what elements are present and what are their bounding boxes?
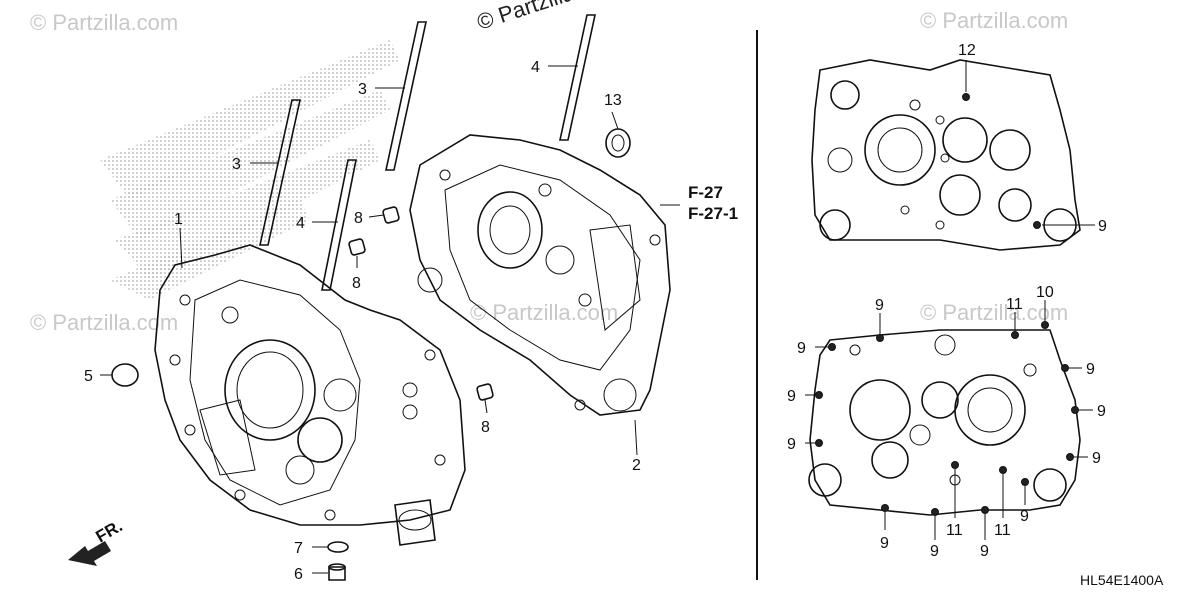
callout-9: 9 [787, 388, 796, 405]
callout-8: 8 [352, 275, 361, 292]
callout-9: 9 [875, 297, 884, 314]
callout-9: 9 [1098, 218, 1107, 235]
callout-6: 6 [294, 566, 303, 583]
crankcase-face-top [811, 59, 1081, 251]
callout-9: 9 [797, 340, 806, 357]
watermark-top: © Partzilla.com [474, 0, 623, 35]
watermark-text: © Partzilla.com [30, 10, 178, 35]
front-label: FR. [93, 516, 126, 546]
watermark-text: © Partzilla.com [30, 310, 178, 335]
callout-9: 9 [930, 543, 939, 560]
callout-9: 9 [1097, 403, 1106, 420]
callout-11: 11 [1006, 296, 1023, 313]
callout-11: 11 [946, 522, 963, 539]
callout-3: 3 [232, 156, 241, 173]
small-parts [111, 128, 631, 581]
callout-11: 11 [994, 522, 1011, 539]
callout-3: 3 [358, 81, 367, 98]
callout-9: 9 [880, 535, 889, 552]
callout-9: 9 [1092, 450, 1101, 467]
crankcase-face-bottom [808, 321, 1081, 516]
callout-7: 7 [294, 540, 303, 557]
callout-1: 1 [174, 211, 183, 228]
callout-10: 10 [1036, 284, 1054, 301]
diagram-code: HL54E1400A [1080, 572, 1164, 588]
leader-lines [100, 65, 680, 574]
reference-f27-1: F-27-1 [688, 204, 738, 223]
callout-9: 9 [1020, 508, 1029, 525]
callout-8: 8 [354, 210, 363, 227]
brand-wing-hatch [100, 40, 400, 300]
callout-8: 8 [481, 419, 490, 436]
watermark-text: © Partzilla.com [920, 300, 1068, 325]
callout-2: 2 [632, 457, 641, 474]
reference-f27: F-27 [688, 183, 723, 202]
callout-13: 13 [604, 92, 622, 109]
callout-12: 12 [958, 42, 976, 59]
callout-4: 4 [531, 59, 540, 76]
left-crankcase-half [154, 244, 466, 546]
stud-bolts [259, 14, 596, 291]
callout-4: 4 [296, 215, 305, 232]
watermark-text: © Partzilla.com [920, 8, 1068, 33]
right-crankcase-half [409, 134, 671, 416]
callout-9: 9 [1086, 361, 1095, 378]
leader-lines-bottom [805, 300, 1093, 540]
front-arrow [68, 541, 111, 566]
watermark-text: © Partzilla.com [470, 300, 618, 325]
callout-9: 9 [980, 543, 989, 560]
callout-5: 5 [84, 368, 93, 385]
callout-9: 9 [787, 436, 796, 453]
